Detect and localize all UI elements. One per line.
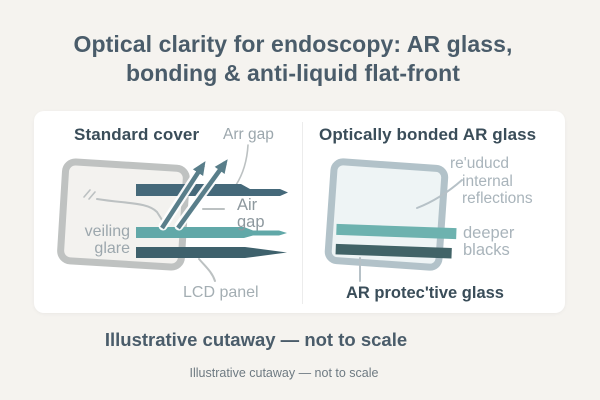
- right-panel-heading: Optically bonded AR glass: [319, 125, 537, 144]
- caption-primary: Illustrative cutaway — not to scale: [104, 329, 408, 350]
- panel-divider: [302, 122, 303, 304]
- reflections-label: re'uducd internal reflections: [450, 155, 533, 207]
- veiling-glare-label: veiling glare: [84, 223, 130, 257]
- caption-secondary: Illustrative cutaway — not to scale: [189, 366, 379, 380]
- ar-glass-label: AR protec'tive glass: [346, 284, 504, 302]
- air-gap-label: Air gap: [237, 196, 265, 231]
- arr-gap-label: Arr gap: [223, 126, 274, 143]
- page-title: Optical clarity for endoscopy: AR glass,…: [0, 30, 586, 88]
- page-title-line2: bonding & anti-liquid flat-front: [125, 60, 461, 86]
- page-title-line1: Optical clarity for endoscopy: AR glass,: [73, 31, 513, 57]
- lcd-panel-label: LCD panel: [183, 284, 259, 301]
- left-panel-heading: Standard cover: [74, 125, 200, 144]
- deeper-blacks-label: deeper blacks: [463, 224, 515, 259]
